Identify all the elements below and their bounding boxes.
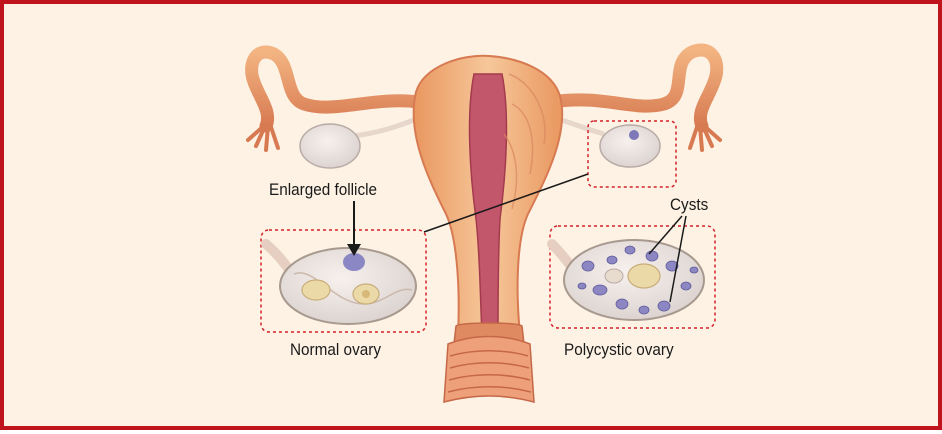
label-polycystic-ovary: Polycystic ovary: [564, 340, 674, 360]
right-small-ovary-follicle: [629, 130, 639, 140]
normal-ovary-illustration: [266, 244, 416, 324]
right-fimbriae: [690, 124, 720, 150]
reproductive-anatomy-diagram: [4, 4, 942, 434]
left-fallopian-tube: [252, 52, 419, 126]
left-small-ovary: [300, 124, 360, 168]
left-fimbriae: [248, 124, 278, 150]
vaginal-canal: [444, 337, 534, 403]
right-fallopian-tube: [552, 50, 717, 126]
right-small-ovary: [600, 125, 660, 167]
label-enlarged-follicle: Enlarged follicle: [269, 180, 377, 200]
label-normal-ovary: Normal ovary: [290, 340, 381, 360]
label-cysts: Cysts: [670, 195, 708, 215]
polycystic-ovary-illustration: [552, 240, 704, 320]
